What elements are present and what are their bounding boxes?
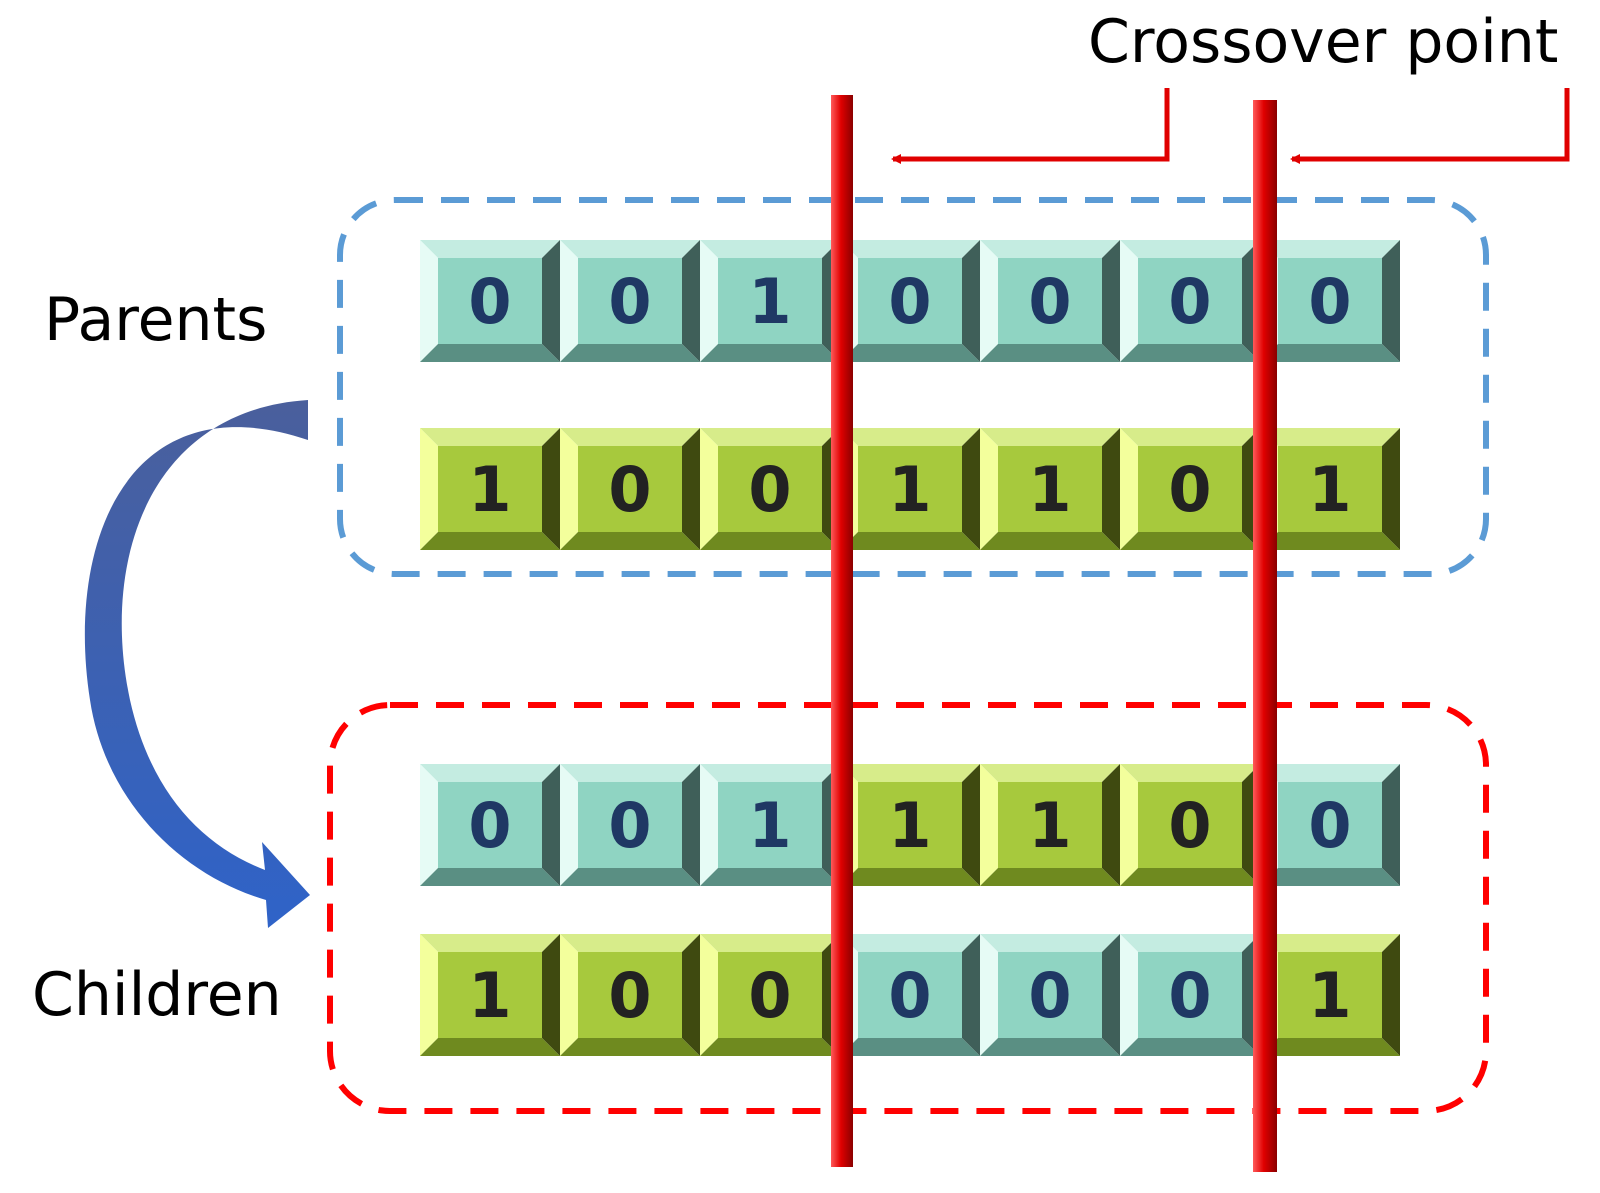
chromosome-rows: 0 0 1 0 0 0 0 1 0 0 1 1 0 1 0 0 1 1 1 0 0 1 0 0 0 0 0 1 bbox=[420, 240, 1400, 1056]
gene-cell: 1 bbox=[700, 240, 840, 362]
gene-value: 0 bbox=[468, 789, 511, 862]
crossover-callout-arrow-1 bbox=[891, 88, 1170, 164]
gene-value: 1 bbox=[748, 789, 791, 862]
gene-cell: 0 bbox=[840, 934, 980, 1056]
gene-cell: 1 bbox=[840, 428, 980, 550]
gene-cell: 0 bbox=[1120, 764, 1260, 886]
chromosome-row: 1 0 0 0 0 0 1 bbox=[420, 934, 1400, 1056]
gene-value: 1 bbox=[1308, 959, 1351, 1032]
gene-value: 1 bbox=[748, 265, 791, 338]
gene-value: 0 bbox=[888, 959, 931, 1032]
gene-cell: 0 bbox=[420, 764, 560, 886]
gene-cell: 0 bbox=[560, 934, 700, 1056]
gene-value: 1 bbox=[1028, 789, 1071, 862]
gene-cell: 1 bbox=[980, 764, 1120, 886]
crossover-point-label: Crossover point bbox=[1088, 7, 1558, 77]
crossover-callout-arrow-2 bbox=[1290, 88, 1570, 164]
gene-value: 0 bbox=[1028, 265, 1071, 338]
curved-arrow-icon bbox=[84, 400, 310, 928]
children-group-box bbox=[327, 702, 1489, 1114]
gene-value: 0 bbox=[888, 265, 931, 338]
gene-value: 1 bbox=[1308, 453, 1351, 526]
chromosome-row: 0 0 1 0 0 0 0 bbox=[420, 240, 1400, 362]
gene-cell: 0 bbox=[1120, 934, 1260, 1056]
gene-cell: 1 bbox=[980, 428, 1120, 550]
gene-value: 0 bbox=[1168, 453, 1211, 526]
gene-value: 0 bbox=[608, 789, 651, 862]
gene-value: 0 bbox=[608, 265, 651, 338]
gene-cell: 1 bbox=[420, 428, 560, 550]
gene-value: 0 bbox=[1028, 959, 1071, 1032]
gene-cell: 0 bbox=[840, 240, 980, 362]
gene-value: 0 bbox=[748, 959, 791, 1032]
gene-value: 0 bbox=[748, 453, 791, 526]
gene-cell: 0 bbox=[420, 240, 560, 362]
gene-value: 0 bbox=[1168, 959, 1211, 1032]
gene-value: 0 bbox=[1308, 789, 1351, 862]
gene-cell: 0 bbox=[980, 240, 1120, 362]
children-label: Children bbox=[32, 960, 282, 1030]
gene-value: 0 bbox=[608, 453, 651, 526]
gene-value: 1 bbox=[888, 453, 931, 526]
gene-value: 1 bbox=[468, 959, 511, 1032]
gene-cell: 0 bbox=[700, 428, 840, 550]
gene-cell: 1 bbox=[1260, 428, 1400, 550]
gene-value: 0 bbox=[1168, 265, 1211, 338]
parents-label: Parents bbox=[44, 285, 267, 355]
gene-value: 1 bbox=[1028, 453, 1071, 526]
gene-cell: 1 bbox=[1260, 934, 1400, 1056]
gene-cell: 1 bbox=[420, 934, 560, 1056]
gene-cell: 0 bbox=[1120, 428, 1260, 550]
crossover-line-1 bbox=[831, 95, 853, 1167]
gene-cell: 1 bbox=[840, 764, 980, 886]
crossover-line-2 bbox=[1253, 100, 1277, 1172]
gene-cell: 0 bbox=[700, 934, 840, 1056]
gene-value: 1 bbox=[468, 453, 511, 526]
gene-cell: 0 bbox=[1260, 764, 1400, 886]
gene-cell: 0 bbox=[1260, 240, 1400, 362]
gene-value: 0 bbox=[468, 265, 511, 338]
gene-cell: 0 bbox=[560, 428, 700, 550]
parents-group-box bbox=[337, 197, 1489, 577]
gene-cell: 0 bbox=[560, 240, 700, 362]
gene-value: 1 bbox=[888, 789, 931, 862]
gene-cell: 0 bbox=[560, 764, 700, 886]
gene-value: 0 bbox=[1168, 789, 1211, 862]
gene-cell: 0 bbox=[1120, 240, 1260, 362]
gene-cell: 0 bbox=[980, 934, 1120, 1056]
gene-value: 0 bbox=[608, 959, 651, 1032]
gene-value: 0 bbox=[1308, 265, 1351, 338]
gene-cell: 1 bbox=[700, 764, 840, 886]
chromosome-row: 1 0 0 1 1 0 1 bbox=[420, 428, 1400, 550]
